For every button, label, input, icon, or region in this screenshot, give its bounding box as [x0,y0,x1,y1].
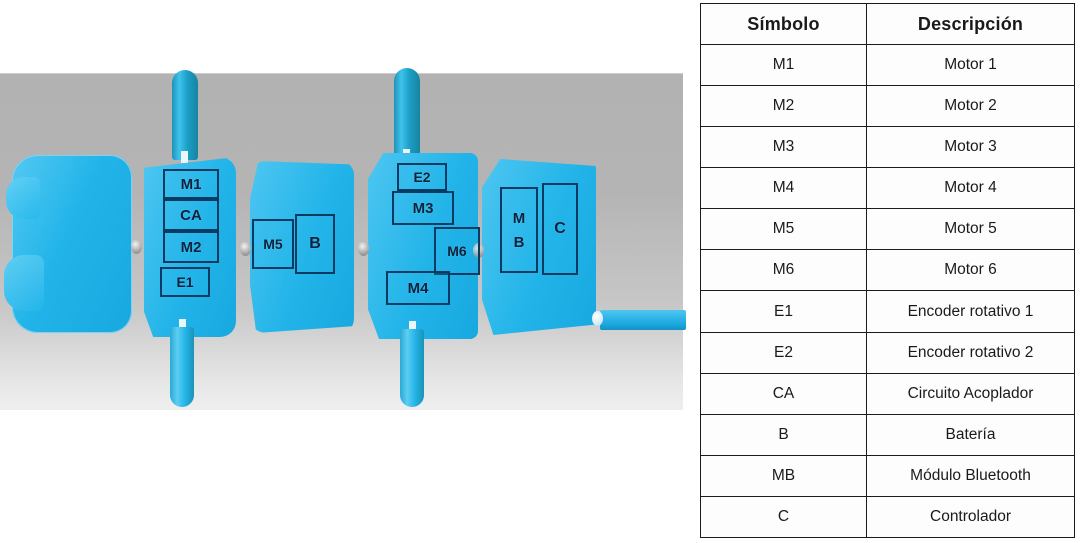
joint-5 [592,311,603,326]
legend-cell-symbol: M3 [700,126,867,169]
legend-cell-description: Encoder rotativo 2 [866,331,1075,374]
legend-header-row: Símbolo Descripción [700,3,1075,45]
robotic-arm-illustration: M1 CA M2 E1 M5 B E2 M3 M6 M4 M B C [0,68,686,410]
upper-arm-cylinder-2 [394,68,420,156]
diagram-label-m1: M1 [163,169,219,199]
legend-cell-description: Controlador [866,495,1075,539]
diagram-label-e1: E1 [160,267,210,297]
legend-header-symbol: Símbolo [700,3,867,45]
legend-table-head: Símbolo Descripción [700,3,1075,45]
legend-cell-symbol: CA [700,372,867,415]
diagram-panel: M1 CA M2 E1 M5 B E2 M3 M6 M4 M B C [0,68,686,410]
legend-cell-symbol: M1 [700,43,867,87]
output-shaft [600,310,686,330]
arm-segment-1 [144,157,236,337]
arm-connector-stub-1 [181,151,188,163]
diagram-label-ca: CA [163,199,219,231]
joint-1 [131,239,142,254]
legend-cell-description: Motor 2 [866,85,1075,128]
base-bump-upper [6,177,40,219]
diagram-label-m5: M5 [252,219,294,269]
legend-cell-description: Motor 1 [866,43,1075,87]
legend-header-description: Descripción [866,3,1075,45]
diagram-label-b: B [295,214,335,274]
diagram-label-c: C [542,183,578,275]
diagram-label-m2: M2 [163,231,219,263]
base-bump-lower [4,255,44,311]
arm-segment-2 [250,161,354,333]
diagram-label-m4: M4 [386,271,450,305]
diagram-label-mb-line1: M [512,209,526,227]
joint-2 [240,241,251,256]
legend-cell-symbol: M4 [700,167,867,210]
arm-segment-3 [368,153,478,339]
diagram-label-m3: M3 [392,191,454,225]
legend-cell-description: Módulo Bluetooth [866,454,1075,497]
legend-cell-symbol: C [700,495,867,539]
lower-arm-cylinder-2 [400,329,424,407]
legend-cell-description: Encoder rotativo 1 [866,290,1075,333]
legend-cell-description: Motor 3 [866,126,1075,169]
lower-arm-cylinder-1 [170,327,194,407]
legend-cell-symbol: M2 [700,85,867,128]
upper-arm-cylinder-1 [172,70,198,160]
legend-cell-symbol: MB [700,454,867,497]
legend-cell-description: Motor 6 [866,249,1075,292]
legend-cell-symbol: M5 [700,208,867,251]
arm-connector-stub-4 [409,321,416,333]
joint-3 [358,241,369,256]
legend-cell-description: Motor 4 [866,167,1075,210]
legend-cell-symbol: E2 [700,331,867,374]
diagram-label-m6: M6 [434,227,480,275]
legend-cell-description: Circuito Acoplador [866,372,1075,415]
legend-cell-symbol: B [700,413,867,456]
arm-connector-stub-2 [179,319,186,331]
legend-cell-description: Motor 5 [866,208,1075,251]
legend-cell-symbol: M6 [700,249,867,292]
diagram-label-e2: E2 [397,163,447,191]
legend-cell-symbol: E1 [700,290,867,333]
diagram-label-mb-line2: B [513,233,525,251]
diagram-label-mb: M B [500,187,538,273]
legend-cell-description: Batería [866,413,1075,456]
